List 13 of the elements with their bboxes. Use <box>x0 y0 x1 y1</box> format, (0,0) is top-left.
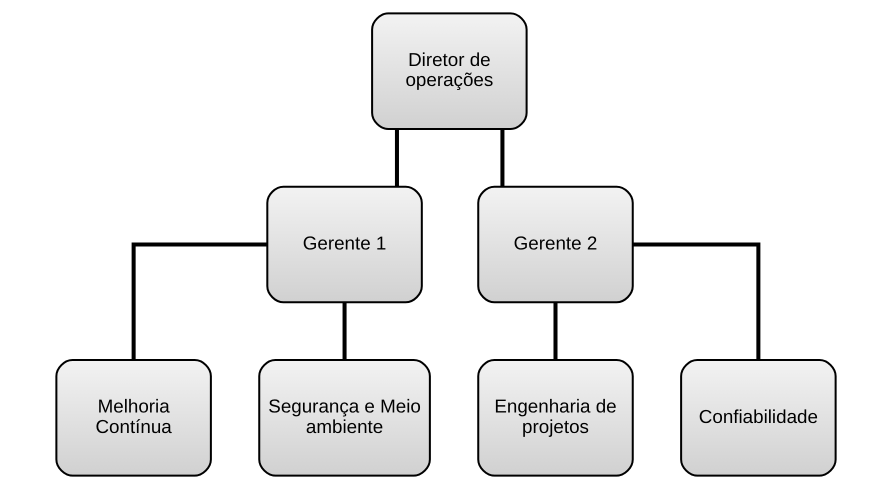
node-box: Engenharia de projetos <box>477 359 634 477</box>
connector <box>342 302 347 360</box>
connector <box>553 302 558 360</box>
node-box: Gerente 1 <box>266 186 423 304</box>
connector <box>500 129 504 186</box>
node-box: Confiabilidade <box>680 359 837 477</box>
node-box: Gerente 2 <box>477 186 634 304</box>
node-box: Segurança e Meio ambiente <box>258 359 431 477</box>
node-box: Diretor de operações <box>371 12 528 130</box>
connector <box>632 242 760 360</box>
node-box: Melhoria Contínua <box>55 359 212 477</box>
connector <box>132 242 268 360</box>
connector <box>394 129 399 186</box>
